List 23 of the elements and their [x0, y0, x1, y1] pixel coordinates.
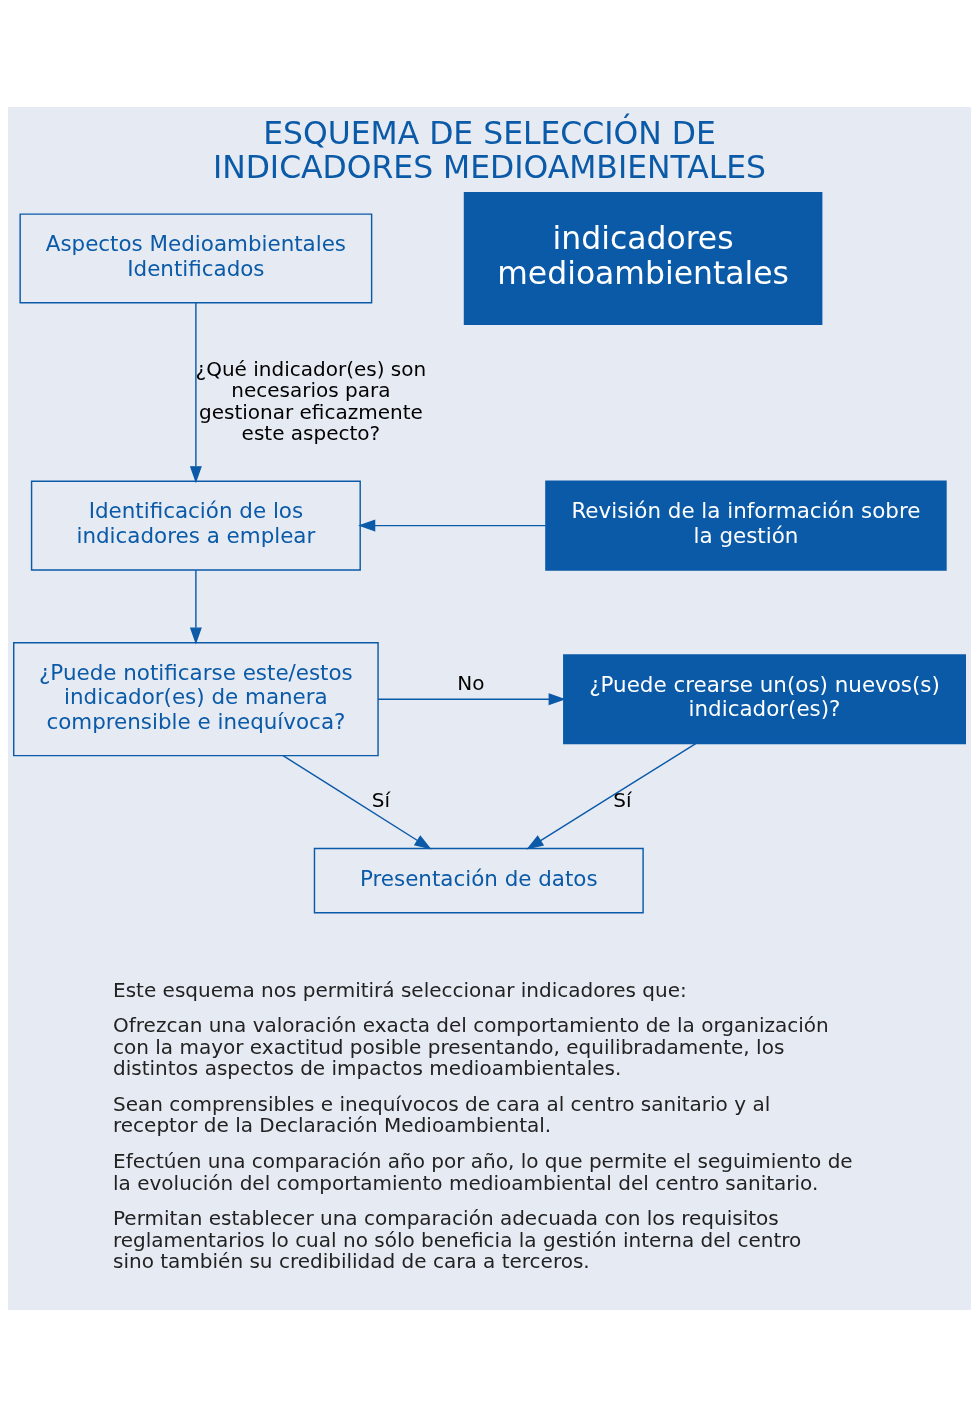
diagram-title: ESQUEMA DE SELECCIÓN DE INDICADORES MEDIOAMBIENTALES	[212, 114, 767, 185]
arrow	[358, 519, 547, 532]
arrow	[282, 754, 432, 850]
arrow	[189, 302, 202, 484]
node-box: Aspectos Medioambientales Identificados	[19, 213, 373, 304]
edge-label: Sí	[613, 788, 632, 813]
label: Efectúen una comparación año por año, lo que permite el seguimiento de la evolución del comportamiento medioambiental del centro sanitario.	[113, 1149, 853, 1195]
arrow	[377, 693, 566, 706]
node-box: Presentación de datos	[313, 847, 644, 914]
label: indicadores medioambientales	[497, 220, 789, 291]
arrow	[189, 569, 202, 645]
node-box: ¿Puede notificarse este/estos indicador(es) de manera comprensible e inequívoca?	[13, 642, 379, 757]
label: Este esquema nos permitirá seleccionar indicadores que:	[113, 977, 687, 1002]
edge-label: ¿Qué indicador(es) son necesarios para gestionar eficazmente este aspecto?	[195, 356, 427, 446]
label: Ofrezcan una valoración exacta del comportamiento de la organización con la mayor exactitud posible presentando, equilibradamente, los distintos aspectos de impactos medioambientales.	[113, 1013, 829, 1081]
node-box: Revisión de la información sobre la gestión	[545, 480, 947, 571]
node-box: Identificación de los indicadores a emplear	[30, 480, 361, 571]
edge-label: No	[457, 670, 485, 695]
label: Sean comprensibles e inequívocos de cara al centro sanitario y al receptor de la Declaración Medioambiental.	[113, 1091, 771, 1138]
edge-label: Sí	[371, 788, 391, 813]
arrow	[526, 742, 697, 850]
node-box: ¿Puede crearse un(os) nuevos(s) indicador(es)?	[563, 654, 966, 745]
label: Permitan establecer una comparación adecuada con los requisitos reglamentarios lo cual no sólo beneficia la gestión interna del centro sino también su credibilidad de cara a terceros.	[113, 1206, 802, 1274]
